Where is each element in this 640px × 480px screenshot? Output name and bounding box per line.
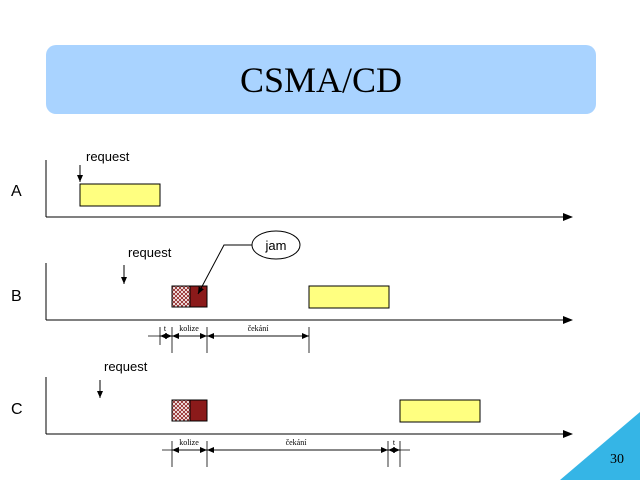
collision-jam-c <box>189 399 208 422</box>
jam-pointer <box>197 244 252 295</box>
collision-jam-b <box>189 285 208 308</box>
request-label-a: request <box>86 149 130 164</box>
row-a: A request <box>11 149 573 221</box>
corner-decoration <box>560 412 640 480</box>
title-banner: CSMA/CD <box>46 45 596 114</box>
jam-label: jam <box>265 238 287 253</box>
row-b: B request jam t kolize čekání <box>11 230 573 353</box>
request-label-b: request <box>128 245 172 260</box>
row-label-c: C <box>11 401 23 418</box>
frame-a <box>79 183 161 207</box>
frame-b <box>308 285 390 309</box>
collision-start-b <box>171 285 191 308</box>
interval-label-b-kolize: kolize <box>179 324 199 333</box>
row-c: C request kolize čekání t <box>11 359 573 467</box>
interval-label-b-t: t <box>164 324 167 333</box>
row-label-b: B <box>11 288 22 305</box>
slide-title: CSMA/CD <box>239 59 403 100</box>
interval-label-c-cekani: čekání <box>286 438 308 447</box>
interval-label-c-t: t <box>393 438 396 447</box>
request-label-c: request <box>104 359 148 374</box>
row-label-a: A <box>11 183 22 200</box>
interval-label-c-kolize: kolize <box>179 438 199 447</box>
page-number: 30 <box>610 452 624 467</box>
frame-c <box>399 399 481 423</box>
interval-label-b-cekani: čekání <box>248 324 270 333</box>
collision-start-c <box>171 399 191 422</box>
